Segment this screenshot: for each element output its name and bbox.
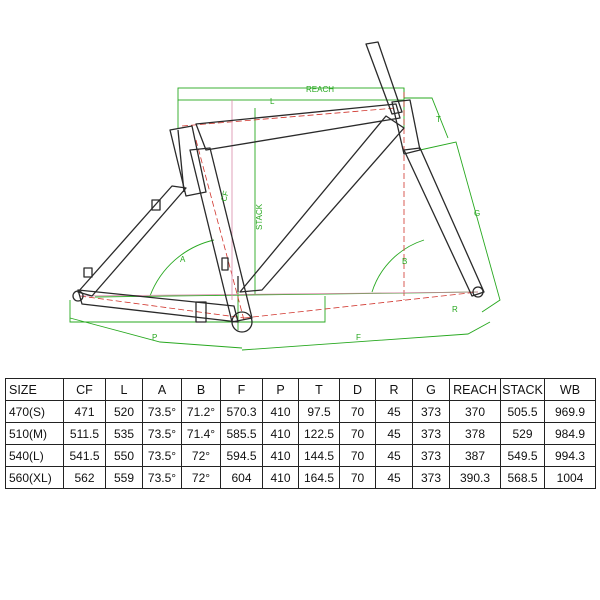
table-row: 510(M) 511.5 535 73.5° 71.4° 585.5 410 1… bbox=[5, 422, 596, 445]
table-cell: 410 bbox=[262, 400, 299, 423]
table-cell: 164.5 bbox=[298, 466, 340, 489]
label-g: G bbox=[474, 209, 480, 218]
table-cell: 72° bbox=[181, 444, 221, 467]
table-header-row: SIZE CF L A B F P T D R G REACH STACK WB bbox=[5, 378, 596, 401]
table-cell: 984.9 bbox=[544, 422, 596, 445]
header-wb: WB bbox=[544, 378, 596, 401]
label-stack: STACK bbox=[255, 203, 264, 230]
table-cell: 471 bbox=[63, 400, 106, 423]
table-cell: 969.9 bbox=[544, 400, 596, 423]
header-size: SIZE bbox=[5, 378, 64, 401]
header-reach: REACH bbox=[449, 378, 501, 401]
table-cell: 70 bbox=[339, 400, 376, 423]
table-cell: 373 bbox=[412, 444, 450, 467]
table-cell: 387 bbox=[449, 444, 501, 467]
header-stack: STACK bbox=[500, 378, 545, 401]
table-cell: 511.5 bbox=[63, 422, 106, 445]
header-t: T bbox=[298, 378, 340, 401]
header-f: F bbox=[220, 378, 263, 401]
table-cell: 505.5 bbox=[500, 400, 545, 423]
table-cell: 994.3 bbox=[544, 444, 596, 467]
table-cell: 570.3 bbox=[220, 400, 263, 423]
bike-frame bbox=[72, 41, 485, 333]
table-cell: 594.5 bbox=[220, 444, 263, 467]
table-cell: 97.5 bbox=[298, 400, 340, 423]
table-cell: 470(S) bbox=[5, 400, 64, 423]
table-cell: 45 bbox=[375, 422, 413, 445]
geometry-table: SIZE CF L A B F P T D R G REACH STACK WB… bbox=[5, 378, 596, 489]
table-cell: 410 bbox=[262, 444, 299, 467]
table-cell: 70 bbox=[339, 422, 376, 445]
header-d: D bbox=[339, 378, 376, 401]
table-cell: 559 bbox=[105, 466, 143, 489]
table-cell: 70 bbox=[339, 466, 376, 489]
table-cell: 378 bbox=[449, 422, 501, 445]
label-t: T bbox=[436, 115, 441, 124]
table-cell: 520 bbox=[105, 400, 143, 423]
table-cell: 70 bbox=[339, 444, 376, 467]
table-cell: 73.5° bbox=[142, 422, 182, 445]
table-cell: 370 bbox=[449, 400, 501, 423]
table-cell: 73.5° bbox=[142, 400, 182, 423]
label-p: P bbox=[152, 333, 157, 342]
table-cell: 373 bbox=[412, 400, 450, 423]
table-row: 470(S) 471 520 73.5° 71.2° 570.3 410 97.… bbox=[5, 400, 596, 423]
table-cell: 45 bbox=[375, 400, 413, 423]
header-l: L bbox=[105, 378, 143, 401]
table-cell: 410 bbox=[262, 466, 299, 489]
label-reach: REACH bbox=[306, 85, 334, 94]
header-r: R bbox=[375, 378, 413, 401]
table-row: 540(L) 541.5 550 73.5° 72° 594.5 410 144… bbox=[5, 444, 596, 467]
label-r: R bbox=[452, 305, 458, 314]
table-cell: 604 bbox=[220, 466, 263, 489]
table-cell: 73.5° bbox=[142, 444, 182, 467]
table-cell: 540(L) bbox=[5, 444, 64, 467]
header-g: G bbox=[412, 378, 450, 401]
table-cell: 45 bbox=[375, 466, 413, 489]
table-cell: 390.3 bbox=[449, 466, 501, 489]
table-cell: 510(M) bbox=[5, 422, 64, 445]
table-cell: 529 bbox=[500, 422, 545, 445]
label-l: L bbox=[270, 97, 275, 106]
table-cell: 410 bbox=[262, 422, 299, 445]
table-cell: 122.5 bbox=[298, 422, 340, 445]
table-cell: 72° bbox=[181, 466, 221, 489]
header-p: P bbox=[262, 378, 299, 401]
header-cf: CF bbox=[63, 378, 106, 401]
frame-geometry-diagram: REACH L STACK CF T G A B R P F bbox=[69, 41, 501, 351]
table-cell: 1004 bbox=[544, 466, 596, 489]
header-b: B bbox=[181, 378, 221, 401]
table-cell: 373 bbox=[412, 466, 450, 489]
table-cell: 568.5 bbox=[500, 466, 545, 489]
table-cell: 562 bbox=[63, 466, 106, 489]
table-row: 560(XL) 562 559 73.5° 72° 604 410 164.5 … bbox=[5, 466, 596, 489]
centerlines bbox=[79, 92, 479, 321]
label-b: B bbox=[402, 257, 407, 266]
table-cell: 144.5 bbox=[298, 444, 340, 467]
table-cell: 71.2° bbox=[181, 400, 221, 423]
table-cell: 560(XL) bbox=[5, 466, 64, 489]
label-a: A bbox=[180, 255, 186, 264]
pink-lines bbox=[79, 100, 479, 300]
table-cell: 541.5 bbox=[63, 444, 106, 467]
table-cell: 71.4° bbox=[181, 422, 221, 445]
table-cell: 585.5 bbox=[220, 422, 263, 445]
table-cell: 73.5° bbox=[142, 466, 182, 489]
table-cell: 549.5 bbox=[500, 444, 545, 467]
table-cell: 550 bbox=[105, 444, 143, 467]
header-a: A bbox=[142, 378, 182, 401]
label-cf: CF bbox=[219, 190, 230, 203]
table-cell: 535 bbox=[105, 422, 143, 445]
table-cell: 373 bbox=[412, 422, 450, 445]
table-cell: 45 bbox=[375, 444, 413, 467]
label-f: F bbox=[356, 333, 361, 342]
